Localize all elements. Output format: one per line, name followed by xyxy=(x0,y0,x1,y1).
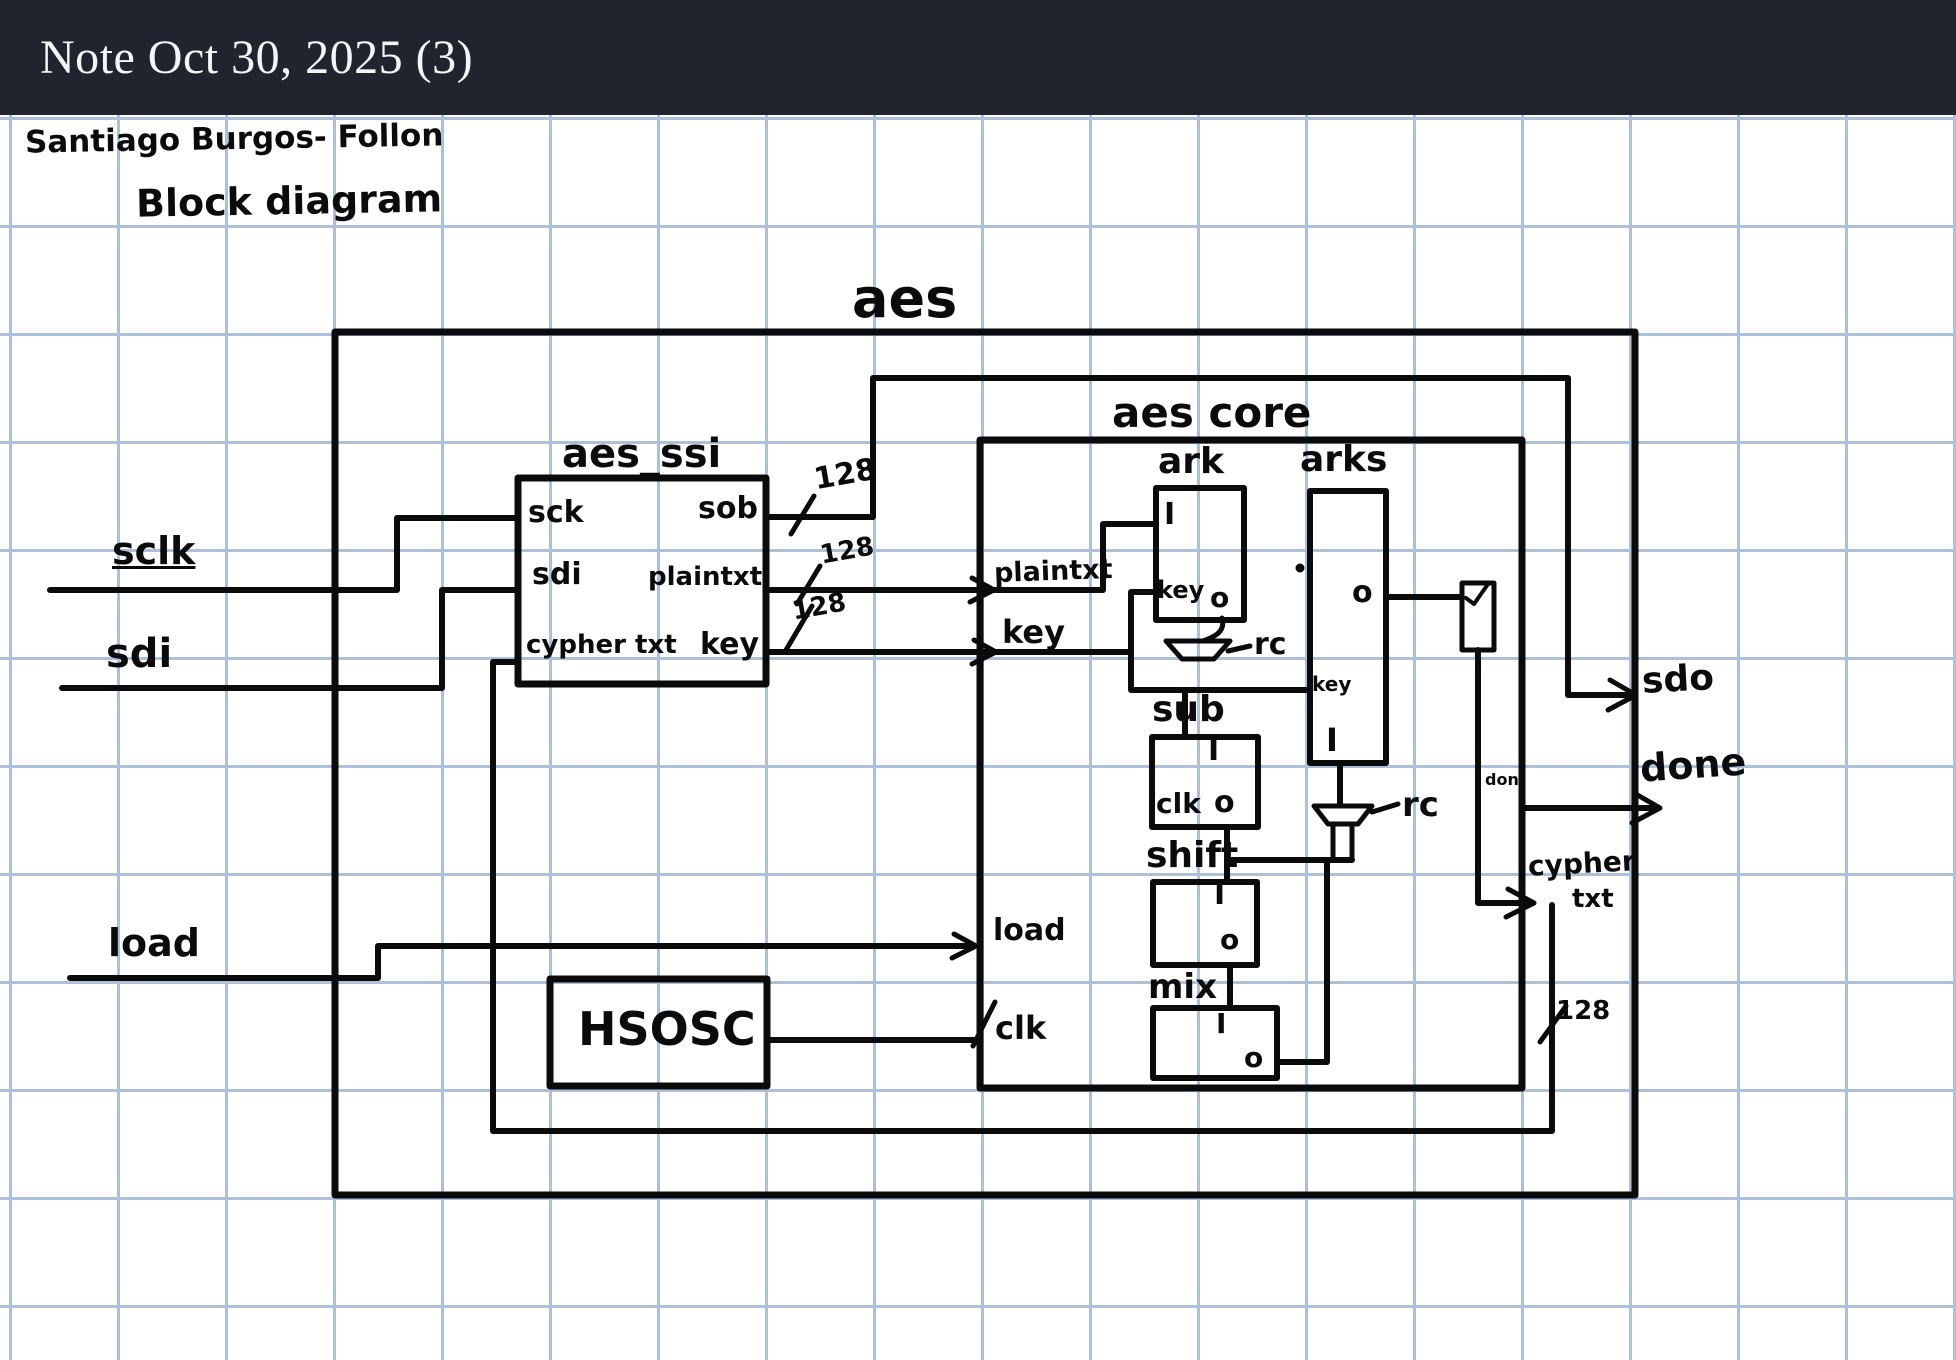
cypher-txt-output-label-line2: txt xyxy=(1572,884,1614,914)
aes-core-box xyxy=(976,436,1526,1092)
sub-block-label: sub xyxy=(1152,689,1225,730)
key-arrowhead xyxy=(969,637,999,667)
sub-i-port-label: I xyxy=(1208,733,1220,768)
arks-block-label: arks xyxy=(1300,439,1388,480)
ssi-sdi-port-label: sdi xyxy=(532,557,582,592)
ssi-key-port-label: key xyxy=(700,627,760,662)
ark-rc-mux xyxy=(1163,638,1233,662)
done-output-label: done xyxy=(1638,739,1748,791)
arks-box xyxy=(1307,488,1389,766)
arks-rc-mux xyxy=(1311,803,1375,827)
plaintxt-arrowhead xyxy=(967,575,997,605)
core-clk-port-label: clk xyxy=(995,1009,1047,1047)
aes-ssi-box-label: aes_ssi xyxy=(562,431,722,477)
ark-i-port-label: I xyxy=(1164,497,1176,532)
mix-o-port-label: o xyxy=(1244,1041,1264,1074)
ssi-sob-port-label: sob xyxy=(698,491,758,526)
load-signal-label: load xyxy=(108,921,200,965)
ssi-cypher-txt-port-label: cypher txt xyxy=(526,630,677,660)
ark-key-port-label: key xyxy=(1157,576,1205,604)
sob-sdo-wire xyxy=(765,375,1633,698)
arks-mux-ticks xyxy=(1330,821,1355,861)
note-title: Note Oct 30, 2025 (3) xyxy=(40,31,474,84)
sub-clk-port-label: clk xyxy=(1156,787,1201,820)
mix-i-port-label: I xyxy=(1216,1007,1227,1040)
register-check-mark xyxy=(1464,582,1490,606)
mix-box xyxy=(1150,1005,1280,1081)
ark-box xyxy=(1153,485,1247,623)
plaintxt-bus-slash xyxy=(794,563,823,607)
sub-o-port-label: o xyxy=(1214,785,1235,820)
done-arrowhead xyxy=(1629,790,1663,826)
core-load-port-label: load xyxy=(993,913,1066,948)
shift-i-port-label: I xyxy=(1214,877,1226,912)
output-register-box xyxy=(1459,580,1497,653)
sdi-wire xyxy=(59,587,519,691)
arks-i-port-label: I xyxy=(1326,721,1338,759)
ssi-plaintxt-port-label: plaintxt xyxy=(648,562,763,592)
arks-o-port-label: o xyxy=(1352,575,1373,610)
aes-core-box-label: aes core xyxy=(1112,388,1312,437)
core-plaintxt-port-label: plaintxt xyxy=(993,553,1114,590)
arks-key-port-label: key xyxy=(1312,672,1352,696)
arks-rc-label: rc xyxy=(1402,785,1439,825)
cypher-arrowhead xyxy=(1503,886,1537,920)
plaintxt-wire xyxy=(765,521,1157,593)
core-done-port-label: don xyxy=(1485,770,1519,789)
clk-entry-slash xyxy=(970,999,998,1049)
arks-rc-tick xyxy=(1369,801,1401,815)
aes-box-label: aes xyxy=(852,267,958,330)
ark-rc-label: rc xyxy=(1254,627,1287,662)
hsosc-box xyxy=(546,975,771,1090)
load-arrowhead xyxy=(949,931,979,961)
cypher-feedback-wire xyxy=(490,659,1555,1134)
key-bus-slash xyxy=(783,603,815,653)
author-note: Santiago Burgos- Follon xyxy=(24,117,444,161)
sclk-wire xyxy=(47,515,519,593)
ssi-sck-port-label: sck xyxy=(528,495,584,530)
key-branch-wire xyxy=(1128,589,1311,693)
shift-block-label: shift xyxy=(1146,835,1239,876)
cypher-txt-output-label-line1: cypher xyxy=(1527,844,1637,883)
subtitle-note: Block diagram xyxy=(135,176,443,226)
sdo-output-label: sdo xyxy=(1640,657,1715,702)
mix-block-label: mix xyxy=(1148,967,1218,1007)
hsosc-block-label: HSOSC xyxy=(578,1002,756,1056)
ark-o-port-label: o xyxy=(1210,581,1230,614)
ark-block-label: ark xyxy=(1158,441,1224,482)
aes-outer-box xyxy=(331,328,1639,1199)
ink-dot xyxy=(1295,563,1305,573)
sclk-signal-label: sclk xyxy=(112,529,196,573)
register-out-wire xyxy=(1475,647,1533,906)
ark-rc-tick xyxy=(1225,643,1253,654)
sdi-signal-label: sdi xyxy=(106,631,173,677)
core-key-port-label: key xyxy=(1002,613,1065,651)
sob-bus-slash xyxy=(788,493,817,537)
shift-box xyxy=(1150,879,1260,968)
load-wire xyxy=(67,943,975,981)
cypher-bus-slash xyxy=(1537,1003,1569,1045)
note-header-bar: Note Oct 30, 2025 (3) xyxy=(0,0,1956,115)
sdo-arrowhead xyxy=(1605,677,1639,713)
aes-ssi-box xyxy=(514,474,770,688)
sub-box xyxy=(1149,734,1261,830)
mix-feedback-wire xyxy=(1274,859,1330,1065)
cypher-bus-width: 128 xyxy=(1556,996,1611,1026)
shift-o-port-label: o xyxy=(1220,923,1240,956)
